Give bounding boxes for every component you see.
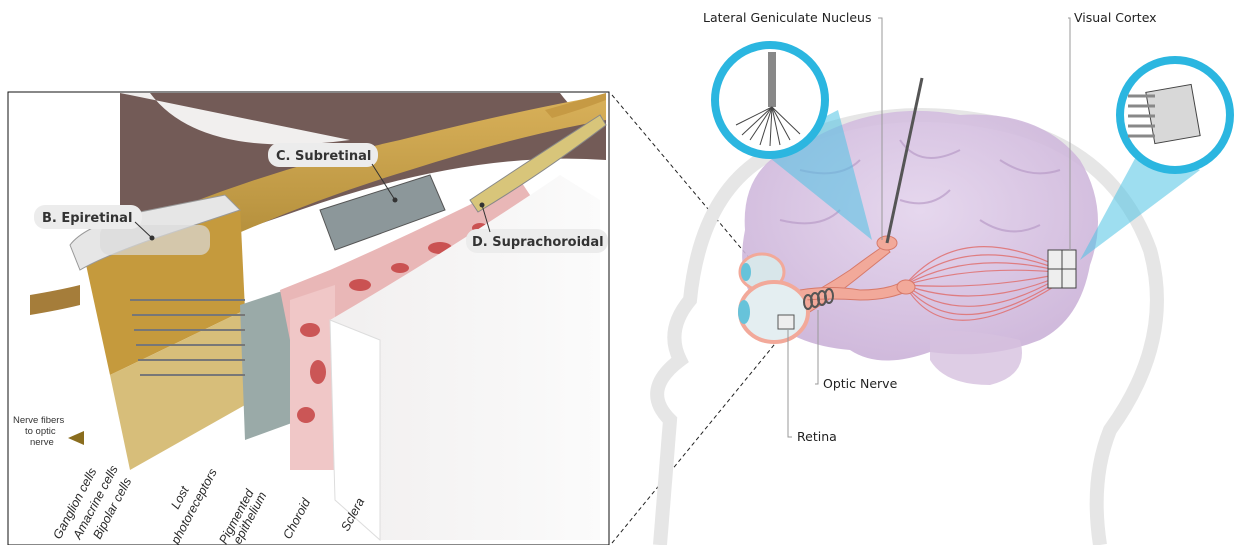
retina-label: Retina	[797, 429, 837, 444]
subretinal-label: C. Subretinal	[276, 149, 371, 164]
epiretinal-label: B. Epiretinal	[42, 211, 132, 226]
optic-nerve-label: Optic Nerve	[823, 376, 898, 391]
cortex-zoom-bubble	[1080, 60, 1230, 260]
head-brain-illustration	[657, 45, 1230, 545]
epiretinal-implant	[100, 225, 210, 255]
visual-cortex-label: Visual Cortex	[1074, 10, 1157, 25]
zoom-connector-bottom	[612, 334, 783, 543]
visual-cortex-implant	[1048, 250, 1076, 288]
nerve-fibers-label-3: nerve	[30, 437, 54, 448]
retinal-implant-chip	[778, 315, 794, 329]
nerve-fibers-label-1: Nerve fibers	[13, 415, 64, 426]
right-eye	[740, 282, 808, 342]
lgn-label: Lateral Geniculate Nucleus	[703, 10, 871, 25]
retina-cross-section-panel: C. Subretinal B. Epiretinal D. Suprachor…	[8, 92, 609, 545]
suprachoroidal-label: D. Suprachoroidal	[472, 235, 604, 250]
nerve-fibers-label-2: to optic	[25, 426, 56, 437]
